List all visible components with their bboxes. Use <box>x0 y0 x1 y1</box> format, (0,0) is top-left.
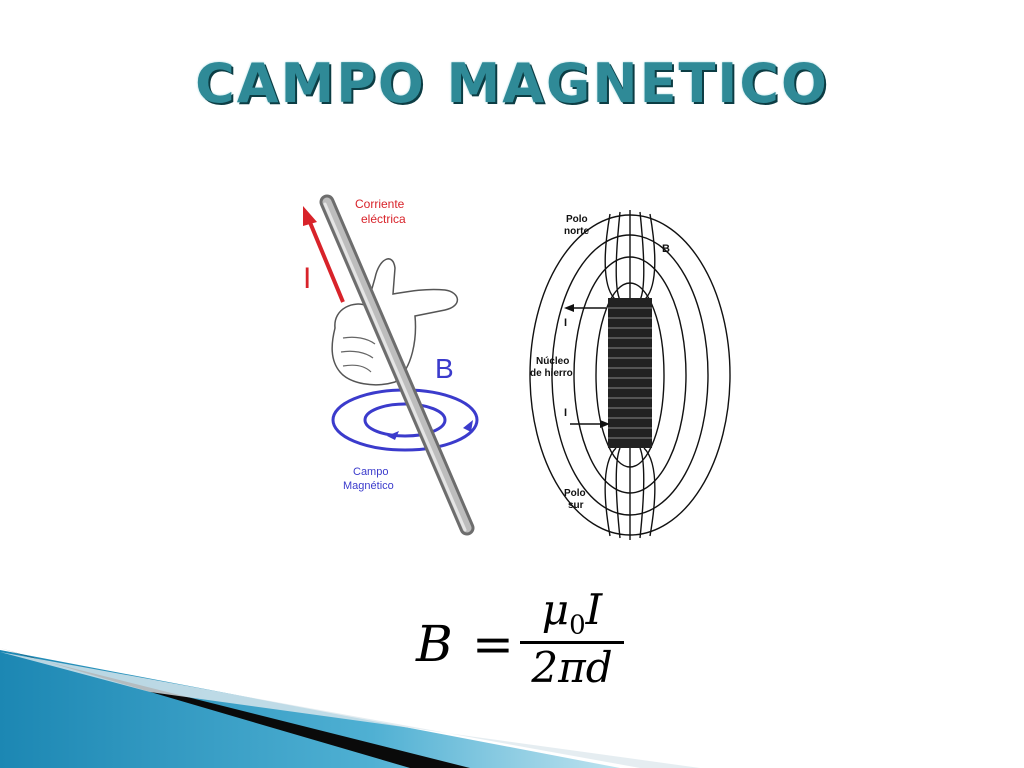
field-loop-inner <box>363 402 447 438</box>
field-label-line1: Campo <box>353 466 388 478</box>
formula-equals: = <box>472 615 514 673</box>
field-label-line2: Magnético <box>343 480 394 492</box>
formula-fraction-bar <box>520 641 624 644</box>
current-label-line2: eléctrica <box>361 212 406 226</box>
iron-core-line2: de hierro <box>530 368 573 379</box>
coil-current-bottom: I <box>564 407 567 419</box>
slide-title: CAMPO MAGNETICO <box>195 52 829 115</box>
decorative-corner-band <box>0 648 700 768</box>
current-arrow-shaft <box>307 219 345 303</box>
field-arrowhead-left <box>387 431 399 440</box>
field-lines <box>529 210 731 540</box>
formula-mu-subscript: 0 <box>569 610 586 641</box>
solenoid-field-illustration: Polo norte B I Núcleo de hierro I Polo s… <box>529 210 731 540</box>
formula-denominator: 2πd <box>531 643 613 692</box>
south-pole-line1: Polo <box>564 488 586 499</box>
coil-current-top: I <box>564 317 567 329</box>
formula-lhs: B <box>416 615 453 673</box>
formula-mu: μ <box>541 585 570 634</box>
north-pole-line2: norte <box>564 226 589 237</box>
right-hand-rule-illustration: I Corriente eléctrica B Campo Magnético <box>303 194 479 536</box>
formula-numerator: μ0I <box>522 585 622 640</box>
south-pole-line2: sur <box>568 500 584 511</box>
current-label-line1: Corriente <box>355 197 405 211</box>
current-symbol: I <box>303 262 311 295</box>
iron-core-line1: Núcleo <box>536 356 569 367</box>
conductor-wire <box>319 194 475 536</box>
coil-field-symbol: B <box>662 243 670 255</box>
current-arrow-head <box>303 206 317 226</box>
field-arrowhead-right <box>463 420 473 432</box>
field-symbol: B <box>435 353 454 384</box>
iron-core-coil <box>608 298 652 448</box>
magnetic-field-formula: B = μ0I 2πd <box>410 585 650 695</box>
north-pole-line1: Polo <box>566 214 588 225</box>
formula-current: I <box>585 585 603 634</box>
